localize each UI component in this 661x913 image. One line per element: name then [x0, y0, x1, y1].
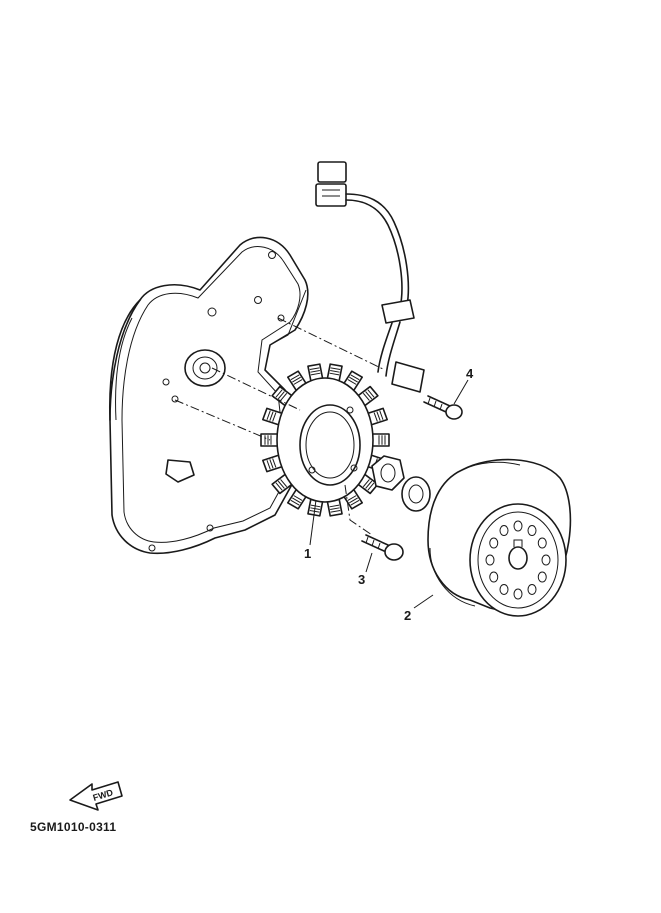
stator-coil [260, 363, 390, 517]
stator-winding-line [376, 411, 381, 421]
stator-winding-line [280, 479, 288, 488]
rotor-flywheel [427, 458, 572, 617]
rotor-hole [513, 588, 523, 600]
stator-winding-line [277, 391, 285, 400]
leader-lines [309, 379, 469, 609]
stator-winding-line [347, 495, 357, 501]
fwd-direction-arrow: FWD [69, 781, 123, 811]
rotor-hole [513, 520, 523, 532]
assembly-lines [174, 317, 386, 536]
rotor-hole [499, 525, 509, 537]
stator-winding-line [350, 374, 360, 381]
stator-winding-line [309, 367, 320, 371]
stator-winding-line [330, 367, 341, 371]
stator-winding-line [293, 379, 303, 385]
rotor-holes [485, 520, 551, 600]
callout-2: 2 [404, 608, 411, 623]
stator-winding-line [362, 392, 370, 401]
stator-winding-line [349, 376, 358, 383]
stator-winding-line [349, 497, 358, 504]
stator-winding-line [275, 482, 283, 491]
rotor-hole [537, 537, 547, 549]
callout-3: 3 [358, 572, 365, 587]
stator-winding-line [292, 497, 301, 504]
stator-winding-line [292, 376, 301, 383]
rotor-hole [489, 537, 499, 549]
wire-harness [315, 161, 425, 393]
stator-winding-line [330, 370, 340, 373]
callout-4: 4 [466, 366, 474, 381]
callout-1: 1 [304, 546, 311, 561]
stator-winding-line [350, 499, 360, 506]
rotor-hole [485, 554, 495, 566]
rotor-hole [537, 571, 547, 583]
stator-winding-line [272, 412, 277, 422]
stator-winding-line [379, 410, 384, 420]
bolt-3 [361, 534, 404, 561]
stator-winding-line [329, 372, 340, 376]
stator-winding-line [290, 499, 300, 506]
stator-winding-line [367, 482, 375, 491]
stator-winding-line [293, 495, 303, 501]
bolt-4 [423, 395, 463, 420]
rotor-hole [527, 583, 537, 595]
stator-winding-line [275, 389, 283, 398]
stator-winding-line [310, 370, 320, 373]
rotor-hole [489, 571, 499, 583]
washer [401, 476, 431, 512]
rotor-hole [499, 583, 509, 595]
stator-winding-line [280, 392, 288, 401]
stator-winding-line [329, 504, 340, 508]
stator-winding-line [367, 389, 375, 398]
stator-winding-line [365, 480, 373, 489]
stator-winding-line [266, 460, 271, 470]
stator-winding-line [266, 410, 271, 420]
crankcase-cover [108, 236, 309, 555]
stator-winding-line [330, 509, 341, 513]
stator-winding-line [330, 507, 340, 510]
nut [371, 455, 405, 491]
stator-winding-line [347, 379, 357, 385]
rotor-hole [527, 525, 537, 537]
stator-winding-line [373, 412, 378, 422]
stator-winding-line [269, 411, 274, 421]
rotor-hole [541, 554, 551, 566]
diagram-code: 5GM1010-0311 [30, 820, 117, 834]
stator-winding-line [310, 372, 321, 376]
stator-winding-line [365, 391, 373, 400]
stator-winding-line [269, 459, 274, 469]
stator-winding-line [277, 480, 285, 489]
stator-winding-line [362, 479, 370, 488]
stator-winding-line [272, 458, 277, 468]
stator-winding-line [290, 374, 300, 381]
